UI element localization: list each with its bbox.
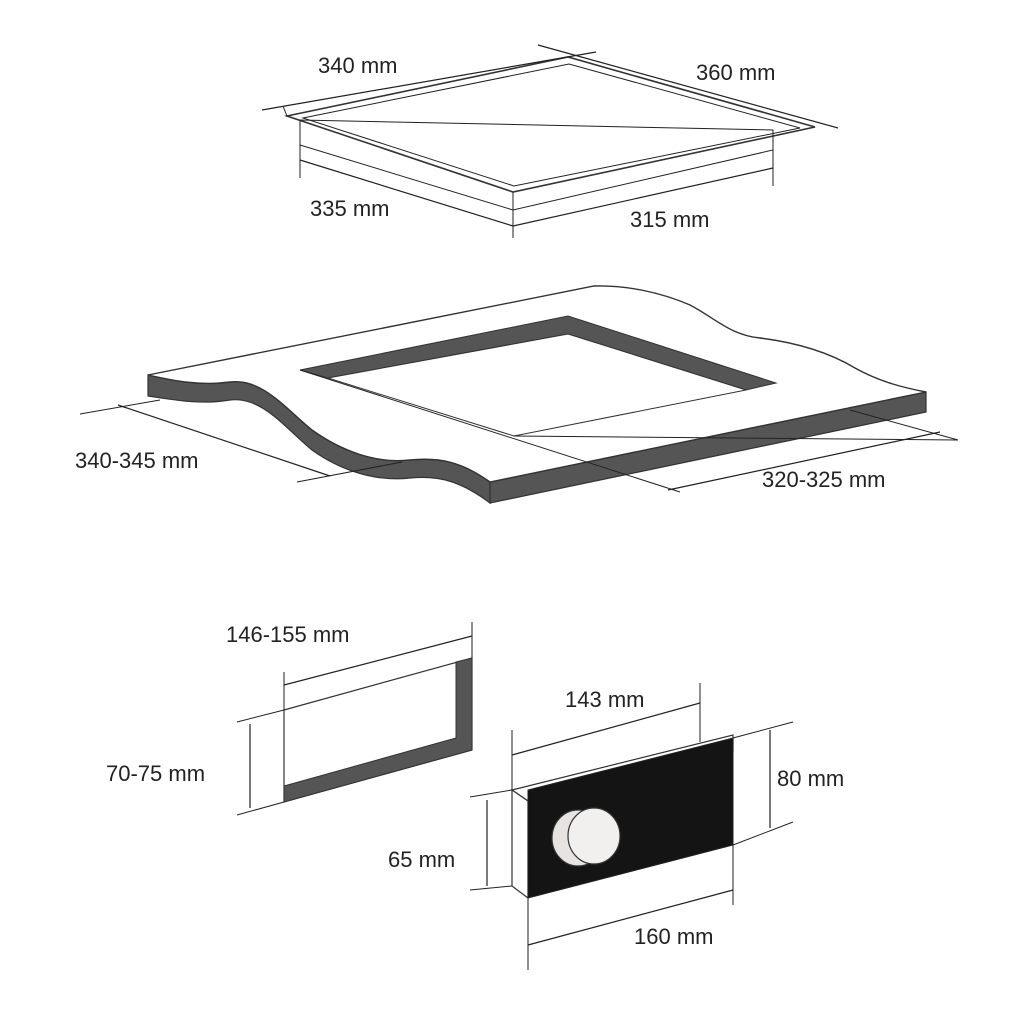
module-body-ext-bottom — [469, 885, 513, 891]
cutout-diagonal-line-a — [299, 369, 681, 493]
control-cutout-drawing: 146-155 mm 70-75 mm — [106, 622, 473, 816]
control-knob — [551, 807, 621, 867]
hob-base-width-label: 335 mm — [310, 196, 389, 221]
module-panel-height-label: 80 mm — [777, 766, 844, 791]
module-body-ext-top — [469, 789, 513, 798]
module-width-label: 143 mm — [565, 687, 644, 712]
hob-drawing: 340 mm 360 mm 335 mm 315 mm — [261, 44, 839, 238]
hob-base-width-dimension-line — [299, 159, 514, 227]
module-panel-ext-bottom — [732, 821, 794, 846]
cutout-depth-ext-right — [849, 409, 959, 441]
hob-width-dimension-line — [261, 51, 597, 111]
module-panel-width-label: 160 mm — [634, 924, 713, 949]
cutout-width-label: 340-345 mm — [75, 448, 199, 473]
cutout-diagonal-line-b — [513, 435, 959, 441]
hob-depth-label: 360 mm — [696, 60, 775, 85]
hob-base-depth-dimension-line — [512, 167, 774, 227]
control-cutout-width-dimension-line — [283, 635, 473, 686]
cutout-width-ext-right — [296, 461, 403, 483]
hob-glass-inner-frame — [301, 63, 801, 187]
cutout-width-ext-left — [79, 399, 161, 415]
control-cutout-width-label: 146-155 mm — [226, 622, 350, 647]
hob-width-label: 340 mm — [318, 53, 397, 78]
cutout-depth-dimension-line — [667, 431, 941, 491]
control-cutout-ext-top — [236, 709, 285, 723]
cutout-width-dimension-line — [117, 404, 331, 477]
knob-face — [567, 807, 621, 865]
control-module-drawing: 143 mm 80 mm 65 mm 160 mm — [388, 683, 844, 970]
module-panel-ext-top — [732, 721, 794, 739]
control-cutout-height-label: 70-75 mm — [106, 761, 205, 786]
hob-base-depth-label: 315 mm — [630, 207, 709, 232]
worktop-drawing: 340-345 mm 320-325 mm — [75, 285, 959, 505]
control-cutout-ext-bottom — [236, 801, 285, 816]
module-panel-width-dimension-line — [527, 889, 734, 946]
cutout-opening — [327, 333, 747, 437]
hob-depth-dimension-line — [537, 44, 839, 129]
cutout-depth-label: 320-325 mm — [762, 467, 886, 492]
hob-glass-top — [283, 56, 816, 193]
module-body-height-label: 65 mm — [388, 847, 455, 872]
control-module-side-face — [511, 788, 529, 900]
hob-width-ext-left — [282, 105, 288, 117]
module-width-dimension-line — [511, 702, 701, 756]
